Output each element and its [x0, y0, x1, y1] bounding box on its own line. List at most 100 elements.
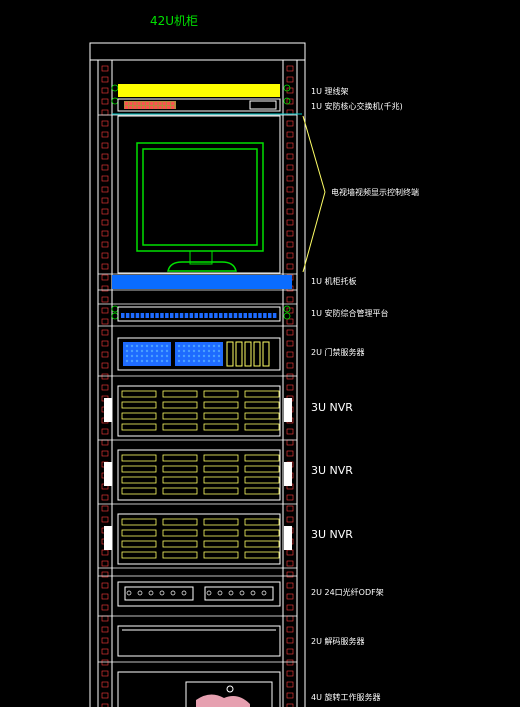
- odf-port: [170, 590, 176, 596]
- mgmt-port: [194, 313, 198, 318]
- mgmt-port: [145, 313, 149, 318]
- access-dot: [150, 344, 154, 348]
- odf-port: [250, 590, 256, 596]
- rail-hole: [101, 582, 109, 589]
- access-slot: [244, 341, 252, 367]
- access-dot: [197, 349, 201, 353]
- rail-hole: [286, 318, 294, 325]
- nvr-drive-bay: [162, 529, 198, 537]
- rail-hole: [286, 373, 294, 380]
- shelf-tray: [112, 275, 292, 289]
- mgmt-port: [189, 313, 194, 318]
- mgmt-port: [258, 313, 262, 318]
- mgmt-port: [268, 313, 272, 318]
- access-dot: [155, 344, 159, 348]
- switch-port: [129, 102, 133, 105]
- rail-hole: [101, 593, 109, 600]
- access-dot: [177, 354, 181, 358]
- switch-port: [171, 102, 175, 105]
- access-dot: [177, 349, 181, 353]
- rail-hole: [101, 340, 109, 347]
- rail-hole: [286, 670, 294, 677]
- nvr-drive-bay: [203, 423, 239, 431]
- switch-port: [133, 102, 137, 105]
- rail-hole: [101, 615, 109, 622]
- rail-hole: [101, 571, 109, 578]
- mgmt-port: [272, 313, 277, 318]
- cable-manager: [118, 84, 280, 97]
- rail-hole: [286, 219, 294, 226]
- switch-port: [154, 102, 158, 105]
- access-dot: [192, 349, 196, 353]
- mount-screw: [283, 97, 291, 105]
- rail-hole: [286, 362, 294, 369]
- nvr-drive-bay: [244, 540, 280, 548]
- rail-hole: [286, 626, 294, 633]
- nvr-drive-bay: [121, 529, 157, 537]
- nvr-drive-bay: [162, 401, 198, 409]
- mgmt-port: [223, 313, 228, 318]
- rail-hole: [286, 164, 294, 171]
- odf-port: [137, 590, 143, 596]
- access-dot: [160, 359, 164, 363]
- rail-hole: [286, 516, 294, 523]
- rail-hole: [286, 692, 294, 699]
- access-dot: [145, 349, 149, 353]
- access-dot: [182, 349, 186, 353]
- mgmt-port: [125, 313, 130, 318]
- access-dot: [135, 354, 139, 358]
- rail-hole: [286, 186, 294, 193]
- rail-hole: [101, 197, 109, 204]
- nvr-chassis: [117, 513, 281, 565]
- mgmt-ports: [121, 313, 277, 318]
- access-dot: [165, 344, 169, 348]
- nvr-drive-bay: [121, 487, 157, 495]
- access-dot: [217, 354, 221, 358]
- mgmt-port: [160, 313, 164, 318]
- nvr-drive-bay: [244, 529, 280, 537]
- rail-hole: [286, 230, 294, 237]
- mount-screw: [111, 305, 119, 313]
- access-dot: [212, 349, 216, 353]
- rail-hole: [101, 285, 109, 292]
- switch-port: [167, 106, 170, 109]
- access-dot: [130, 349, 134, 353]
- nvr-drive-bay: [121, 423, 157, 431]
- switch-port: [171, 106, 175, 109]
- nvr-drive-bay: [244, 390, 280, 398]
- nvr-drive-bay: [203, 551, 239, 559]
- access-dot: [192, 359, 196, 363]
- rail-hole: [101, 153, 109, 160]
- switch-port: [150, 106, 154, 109]
- rail-hole: [101, 131, 109, 138]
- access-dot: [125, 354, 129, 358]
- access-dot: [135, 349, 139, 353]
- core-switch: [117, 98, 281, 112]
- rail-hole: [286, 351, 294, 358]
- label-management: 1U 安防综合管理平台: [311, 309, 389, 318]
- access-dot: [130, 354, 134, 358]
- access-dot: [150, 359, 154, 363]
- rail-hole: [101, 428, 109, 435]
- access-dot: [192, 344, 196, 348]
- mgmt-port: [170, 313, 174, 318]
- nvr-handle: [104, 398, 112, 422]
- mgmt-port: [214, 313, 218, 318]
- rail-hole: [101, 505, 109, 512]
- nvr-drive-bay: [203, 487, 239, 495]
- rail-hole: [286, 120, 294, 127]
- access-dot: [212, 354, 216, 358]
- rail-hole: [101, 450, 109, 457]
- label-bottom-server: 4U 旋转工作服务器: [311, 693, 381, 702]
- access-dot: [207, 349, 211, 353]
- nvr-drive-bay: [203, 476, 239, 484]
- nvr-drive-bay: [162, 487, 198, 495]
- access-dot: [125, 344, 129, 348]
- switch-port: [129, 106, 133, 109]
- rail-hole: [286, 681, 294, 688]
- access-dot: [145, 344, 149, 348]
- rail-hole: [286, 252, 294, 259]
- rail-hole: [101, 65, 109, 72]
- mgmt-port: [233, 313, 238, 318]
- rail-hole: [101, 241, 109, 248]
